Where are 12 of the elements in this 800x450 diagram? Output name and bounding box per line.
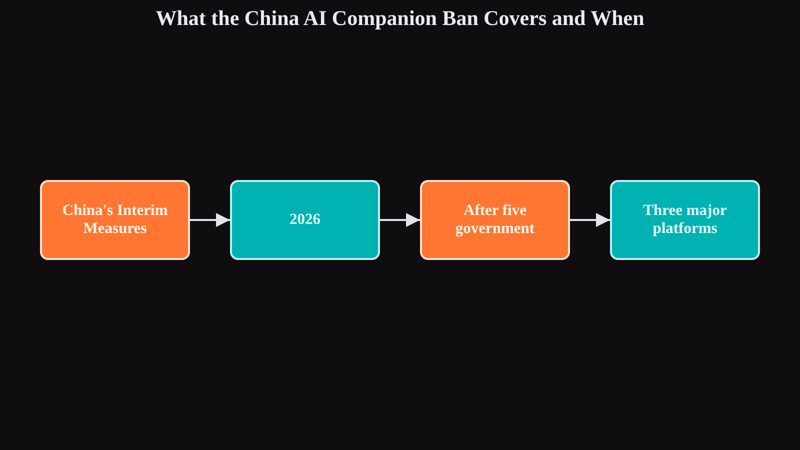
box-label: 2026 <box>290 211 320 229</box>
box-label: Three major platforms <box>642 202 728 238</box>
process-box <box>40 180 190 260</box>
box-label: After five government <box>454 202 536 238</box>
process-box <box>610 180 760 260</box>
arrow <box>380 213 420 227</box>
arrow <box>190 213 230 227</box>
box-label: China's Interim Measures <box>61 202 169 238</box>
diagram-title: What the China AI Companion Ban Covers and When <box>156 6 644 30</box>
process-box <box>420 180 570 260</box>
process-box <box>230 180 380 260</box>
arrow <box>570 213 610 227</box>
